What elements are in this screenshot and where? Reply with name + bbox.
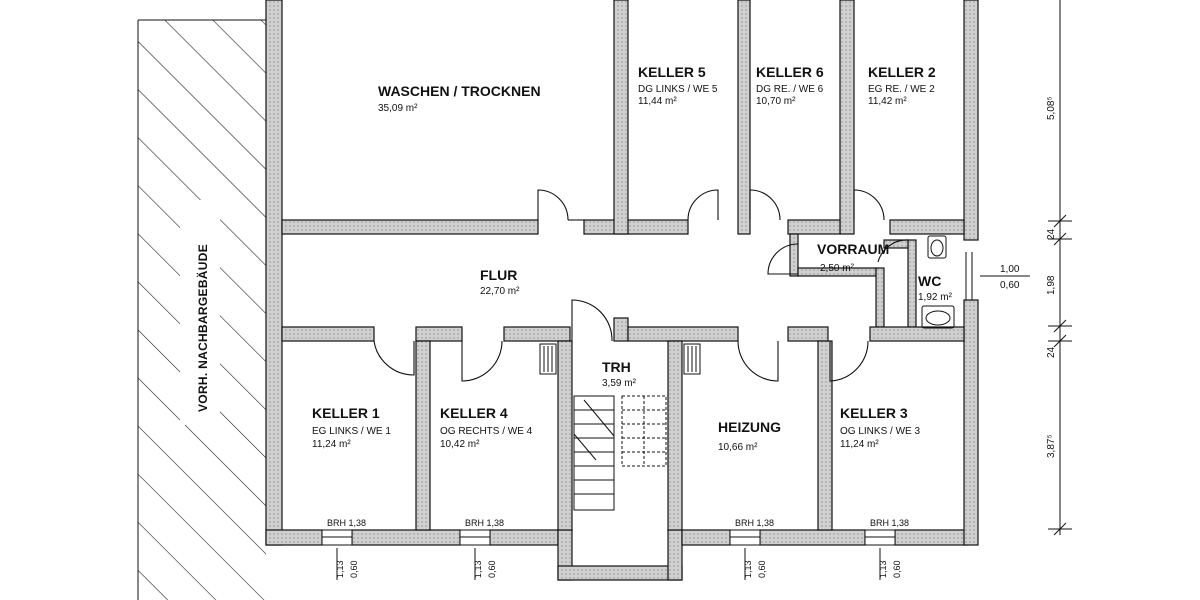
wc-window-height: 0,60 <box>1000 280 1020 291</box>
brh-label: BRH 1,38 <box>870 518 909 528</box>
dimension-label: 24 <box>1046 228 1057 240</box>
room-keller3-area: 11,24 m² <box>840 439 879 450</box>
room-keller4-sub: OG RECHTS / WE 4 <box>440 426 533 437</box>
doors <box>373 189 909 382</box>
wc-window-dimension: 1,00 0,60 <box>980 264 1030 291</box>
room-heizung-name: HEIZUNG <box>718 419 781 435</box>
room-keller6-area: 10,70 m² <box>756 96 796 107</box>
room-keller4-name: KELLER 4 <box>440 405 508 421</box>
room-keller2-name: KELLER 2 <box>868 64 936 80</box>
room-vorraum-area: 2,50 m² <box>820 263 855 274</box>
room-keller1-name: KELLER 1 <box>312 405 380 421</box>
room-keller4-area: 10,42 m² <box>440 439 480 450</box>
neighbor-label: VORH. NACHBARGEBÄUDE <box>195 244 210 412</box>
wc-fixtures <box>921 235 973 329</box>
room-keller6-sub: DG RE. / WE 6 <box>756 84 824 95</box>
room-flur-area: 22,70 m² <box>480 286 520 297</box>
window-dimension-labels: 1,13 0,60 1,13 0,60 1,13 0,60 1,13 0,60 <box>335 548 902 580</box>
room-keller2-sub: EG RE. / WE 2 <box>868 84 935 95</box>
room-flur-name: FLUR <box>480 267 517 283</box>
dimension-label: 3,87⁵ <box>1046 434 1057 458</box>
room-labels: WASCHEN / TROCKNEN 35,09 m² KELLER 5 DG … <box>312 64 953 453</box>
brh-label: BRH 1,38 <box>735 518 774 528</box>
dimension-chain: 5,08⁵ 24 1,98 24 3,87⁵ <box>1046 0 1072 536</box>
window-brh-labels: BRH 1,38 BRH 1,38 BRH 1,38 BRH 1,38 <box>327 518 909 528</box>
brh-label: BRH 1,38 <box>327 518 366 528</box>
window-height: 0,60 <box>757 560 767 578</box>
window-height: 0,60 <box>892 560 902 578</box>
dimension-label: 24 <box>1046 346 1057 358</box>
south-windows <box>321 529 896 546</box>
chimneys <box>539 343 701 375</box>
room-keller5-sub: DG LINKS / WE 5 <box>638 84 718 95</box>
room-keller5-name: KELLER 5 <box>638 64 706 80</box>
brh-label: BRH 1,38 <box>465 518 504 528</box>
room-keller2-area: 11,42 m² <box>868 96 907 107</box>
window-height: 0,60 <box>349 560 359 578</box>
wc-window-width: 1,00 <box>1000 264 1020 275</box>
window-width: 1,13 <box>473 560 483 578</box>
room-keller3-sub: OG LINKS / WE 3 <box>840 426 920 437</box>
window-height: 0,60 <box>487 560 497 578</box>
room-keller5-area: 11,44 m² <box>638 96 677 107</box>
window-width: 1,13 <box>878 560 888 578</box>
room-heizung-area: 10,66 m² <box>718 442 758 453</box>
stairs <box>573 395 667 511</box>
room-vorraum-name: VORRAUM <box>817 241 889 257</box>
room-keller1-area: 11,24 m² <box>312 439 351 450</box>
room-waschen-area: 35,09 m² <box>378 103 418 114</box>
room-waschen-name: WASCHEN / TROCKNEN <box>378 83 541 99</box>
window-width: 1,13 <box>743 560 753 578</box>
dimension-label: 5,08⁵ <box>1046 96 1057 120</box>
room-keller6-name: KELLER 6 <box>756 64 824 80</box>
window-width: 1,13 <box>335 560 345 578</box>
room-keller1-sub: EG LINKS / WE 1 <box>312 426 391 437</box>
dimension-label: 1,98 <box>1046 275 1057 295</box>
room-keller3-name: KELLER 3 <box>840 405 908 421</box>
room-trh-area: 3,59 m² <box>602 378 637 389</box>
room-trh-name: TRH <box>602 359 631 375</box>
neighbor-building: VORH. NACHBARGEBÄUDE <box>137 19 266 600</box>
walls <box>265 0 979 581</box>
room-wc-name: WC <box>918 273 941 289</box>
room-wc-area: 1,92 m² <box>918 292 953 303</box>
